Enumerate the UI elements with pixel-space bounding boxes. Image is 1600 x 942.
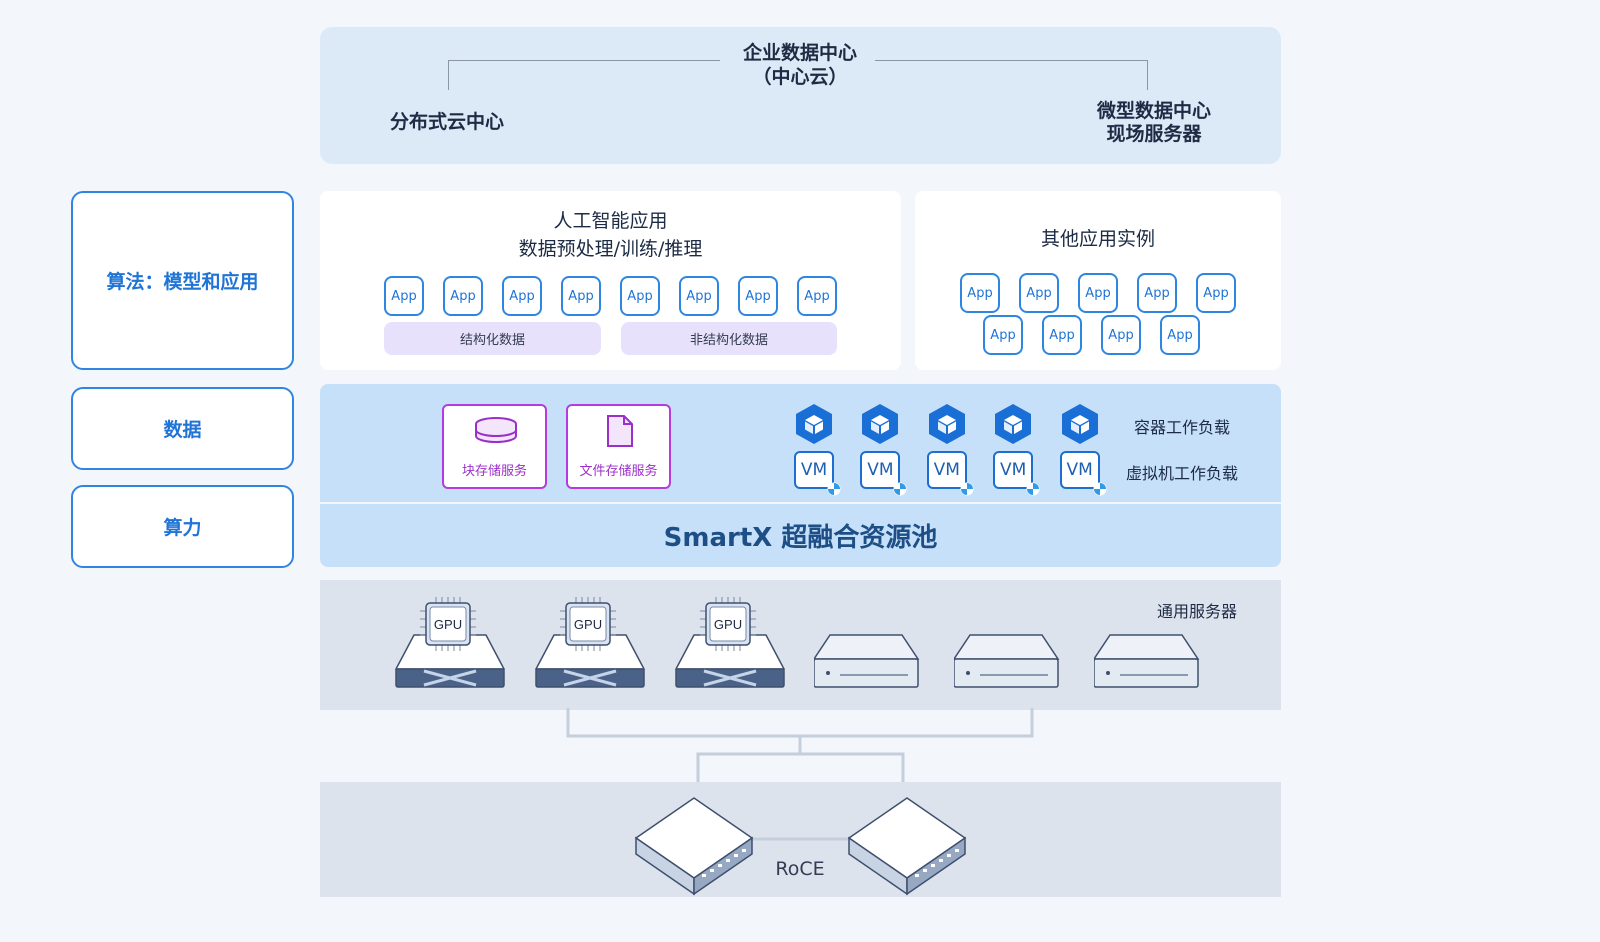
vm-tile: VM xyxy=(926,451,974,496)
app-tile: App xyxy=(443,276,483,316)
vm-shield-icon xyxy=(893,482,907,496)
file-storage-label: 文件存储服务 xyxy=(579,464,658,479)
block-storage-service: 块存储服务 xyxy=(442,404,547,489)
general-server-label: 通用服务器 xyxy=(1157,602,1238,621)
container-icon xyxy=(995,404,1032,444)
container-icon xyxy=(928,404,965,444)
network-connector-lines xyxy=(566,708,1034,784)
app-tile: App xyxy=(1137,273,1177,313)
connector-line xyxy=(1147,60,1148,90)
file-icon xyxy=(607,415,633,447)
app-tile: App xyxy=(679,276,719,316)
app-tile: App xyxy=(1160,315,1200,355)
app-tile: App xyxy=(1196,273,1236,313)
app-tile: App xyxy=(797,276,837,316)
switch-graphics xyxy=(634,797,967,896)
app-tile: App xyxy=(1042,315,1082,355)
container-icon xyxy=(862,404,899,444)
connector-line xyxy=(448,60,449,90)
app-tile: App xyxy=(1078,273,1118,313)
algorithm-category: 算法：模型和应用 xyxy=(71,191,294,370)
resource-pool-workloads: 块存储服务 文件存储服务 VM VM VM VM VM 容器工作负载 虚拟机工作负载 xyxy=(320,384,1281,502)
gpu-label: GPU xyxy=(434,617,462,632)
connector-line xyxy=(875,60,1148,61)
gpu-label: GPU xyxy=(714,617,742,632)
app-tile: App xyxy=(620,276,660,316)
server-icon xyxy=(814,634,920,688)
gpu-label: GPU xyxy=(574,617,602,632)
container-icon xyxy=(1061,404,1098,444)
container-icon xyxy=(796,404,832,444)
container-workload-label: 容器工作负载 xyxy=(1134,418,1231,437)
app-tile: App xyxy=(561,276,601,316)
ai-panel-subtitle: 数据预处理/训练/推理 xyxy=(518,238,703,260)
network-band: RoCE xyxy=(320,782,1281,897)
database-icon xyxy=(475,417,517,443)
gpu-server-icon: GPU xyxy=(534,597,646,688)
app-tile: App xyxy=(960,273,1000,313)
gpu-server-icon: GPU xyxy=(394,597,506,688)
enterprise-dc-label: 企业数据中心 xyxy=(742,42,857,64)
server-icon xyxy=(1094,634,1200,688)
vm-tile: VM xyxy=(794,451,841,496)
server-band: 通用服务器 GPU GPU GPU xyxy=(320,580,1281,710)
enterprise-dc-sub-label: （中心云） xyxy=(752,66,848,88)
vm-shield-icon xyxy=(1093,482,1107,496)
vm-shield-icon xyxy=(1026,482,1040,496)
vm-shield-icon xyxy=(827,482,841,496)
switch-icon xyxy=(847,797,967,896)
ai-panel-title: 人工智能应用 xyxy=(553,210,668,232)
app-tile: App xyxy=(983,315,1023,355)
app-tile: App xyxy=(1101,315,1141,355)
vm-workload-label: 虚拟机工作负载 xyxy=(1126,464,1239,483)
unstructured-data-pill: 非结构化数据 xyxy=(621,322,837,355)
app-tile: App xyxy=(1019,273,1059,313)
vm-shield-icon xyxy=(960,482,974,496)
switch-icon xyxy=(634,797,754,896)
micro-dc-label: 微型数据中心 xyxy=(1096,100,1211,122)
file-storage-service: 文件存储服务 xyxy=(566,404,671,489)
roce-label: RoCE xyxy=(775,858,825,880)
distributed-cloud-label: 分布式云中心 xyxy=(389,111,504,133)
block-storage-label: 块存储服务 xyxy=(461,464,527,479)
data-category: 数据 xyxy=(71,387,294,470)
vm-tile: VM xyxy=(993,451,1040,496)
gpu-server-icon: GPU xyxy=(674,597,786,688)
app-tile: App xyxy=(502,276,542,316)
server-icon xyxy=(954,634,1060,688)
structured-data-pill: 结构化数据 xyxy=(384,322,601,355)
other-panel-title: 其他应用实例 xyxy=(1040,228,1155,250)
vm-tile: VM xyxy=(1059,451,1107,496)
smartx-resource-pool-title: SmartX 超融合资源池 xyxy=(320,504,1281,567)
ai-applications-panel: 人工智能应用 数据预处理/训练/推理 App App App App App App App… xyxy=(320,191,901,370)
deployment-band xyxy=(320,27,1281,164)
compute-category: 算力 xyxy=(71,485,294,568)
vm-tile: VM xyxy=(860,451,907,496)
app-tile: App xyxy=(738,276,778,316)
onsite-server-label: 现场服务器 xyxy=(1106,123,1202,145)
connector-line xyxy=(448,60,720,61)
app-tile: App xyxy=(384,276,424,316)
